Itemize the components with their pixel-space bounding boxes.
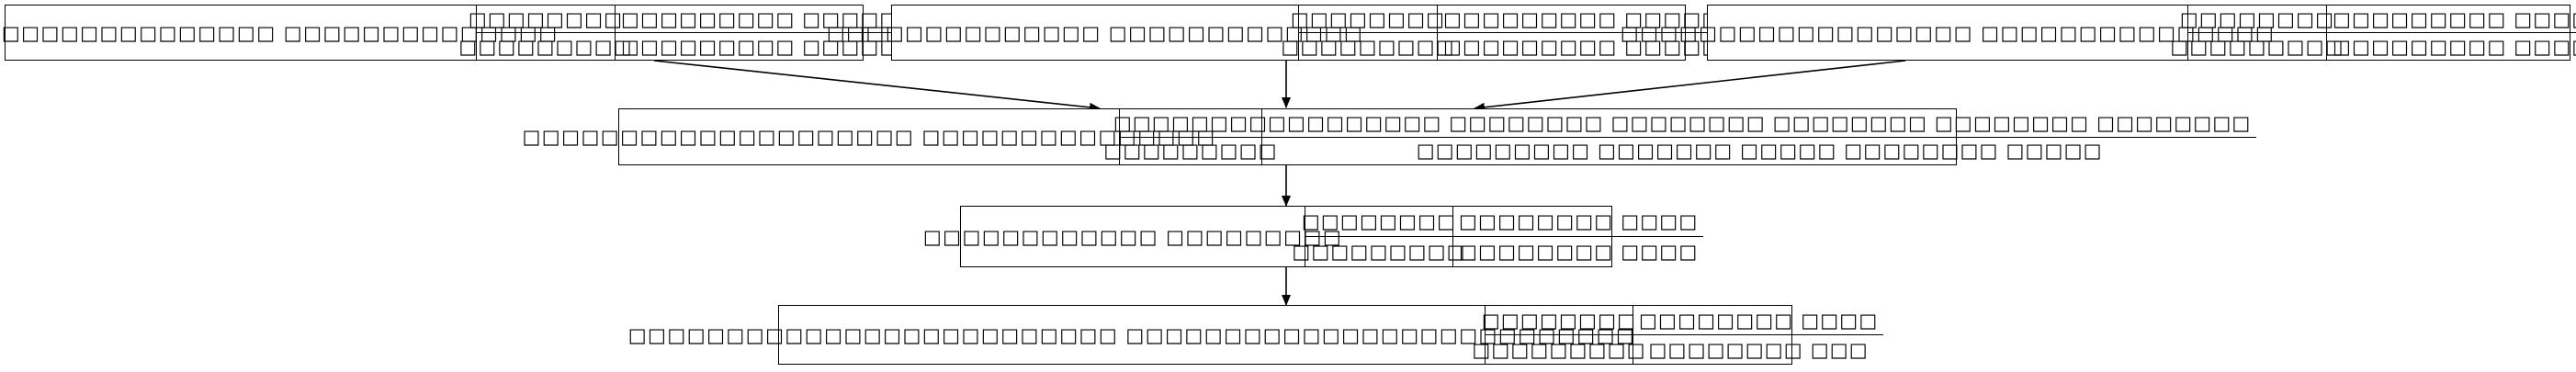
- node-c-row-1: □□□□□□□□ □□□□□□□□□ □□□□□□□□: [2180, 6, 2576, 32]
- node-b-label: □□□□□□□□□□□□□□ □□□□□□□□□□□□□: [827, 6, 1362, 60]
- node-e-row-2-value: □□□□□□□□ □□□□: [1459, 241, 1699, 263]
- node-d-row-1-key: □□□□□□□□: [1113, 109, 1267, 137]
- node-d-label: □□□□□□□□□□□□□□□□□□□□ □□□□□□□□□□□□□□□: [522, 109, 1215, 164]
- node-d-row-1: □□□□□□□□ □□□□□□□□□ □□□□□□□□ □□□□□□□□ □□□…: [1113, 109, 2256, 137]
- node-e-row-2: □□□□□□□□□ □□□□□□□□ □□□□: [1292, 236, 1704, 266]
- node-f-row-1-value: □□□□□□□□ □□□□: [1639, 309, 1879, 332]
- node-d-row-2-value: □□□□□□□□□ □□□□□□□ □□□□□ □□□□□□□□ □□□□□: [1416, 140, 2103, 163]
- node-e-ports: □□□□□□□□ □□□□□□□□ □□□□ □□□□□□□□□ □□□□□□□…: [1292, 207, 1704, 266]
- node-f-row-1-key: □□□□□□□□: [1482, 306, 1635, 334]
- node-d-row-1-value: □□□□□□□□□ □□□□□□□□ □□□□□□□□ □□□□□□□□ □□□…: [1268, 111, 2252, 134]
- node-d: □□□□□□□□□□□□□□□□□□□□ □□□□□□□□□□□□□□□ □□□…: [522, 108, 2257, 165]
- node-b-row-2-key: □□□□□□□□□: [1281, 33, 1453, 60]
- node-c-row-2-value: □□□□□□□□□ □□□□□□□□: [2333, 35, 2576, 58]
- node-c: □□□□□□□□□□□□□□□□□□ □□□□□□□□□□□□□□□ □□□□□…: [1621, 5, 2576, 61]
- node-f: □□□□□□□□□□□□□□□□□□□□□□□□□ □□□□□□□□□□□□□□…: [628, 305, 1884, 365]
- node-f-row-2-value: □□□□□□□□ □□□: [1648, 338, 1869, 361]
- node-c-row-2: □□□□□□□□□ □□□□□□□□□ □□□□□□□□: [2170, 32, 2576, 60]
- node-d-row-2: □□□□□□□□□ □□□□□□□□□ □□□□□□□ □□□□□ □□□□□□…: [1103, 136, 2257, 164]
- node-a-row-2-key: □□□□□□□□□: [458, 33, 631, 60]
- node-e-label: □□□□□□□□□□□□ □□□□□□□□□: [923, 207, 1341, 266]
- node-e: □□□□□□□□□□□□ □□□□□□□□□ □□□□□□□□ □□□□□□□□…: [923, 206, 1704, 267]
- node-e-row-2-key: □□□□□□□□□: [1292, 237, 1464, 266]
- node-a-row-1-key: □□□□□□□□: [469, 6, 622, 32]
- node-f-ports: □□□□□□□□ □□□□□□□□ □□□□ □□□□□□□□□ □□□□□□□…: [1472, 306, 1884, 364]
- node-e-row-1: □□□□□□□□ □□□□□□□□ □□□□: [1302, 207, 1703, 236]
- node-c-row-1-key: □□□□□□□□: [2180, 6, 2333, 32]
- node-e-row-1-value: □□□□□□□□ □□□□: [1459, 210, 1699, 232]
- node-d-ports: □□□□□□□□ □□□□□□□□□ □□□□□□□□ □□□□□□□□ □□□…: [1103, 109, 2257, 164]
- node-f-row-2: □□□□□□□□□ □□□□□□□□ □□□: [1472, 334, 1884, 364]
- edge-a-to-d: [653, 60, 1101, 112]
- node-c-label: □□□□□□□□□□□□□□□□□□ □□□□□□□□□□□□□□□: [1621, 6, 2274, 60]
- node-b-row-1-key: □□□□□□□□: [1291, 6, 1444, 32]
- node-c-ports: □□□□□□□□ □□□□□□□□□ □□□□□□□□ □□□□□□□□□ □□…: [2170, 6, 2576, 60]
- node-d-row-2-key: □□□□□□□□□: [1103, 137, 1276, 164]
- node-c-row-2-key: □□□□□□□□□: [2170, 33, 2343, 60]
- node-a-label: □□□□□□□□□□□□□□□□□□ □□□□□□□□□□□□□□: [0, 6, 557, 60]
- node-e-row-1-key: □□□□□□□□: [1302, 207, 1455, 236]
- node-c-row-1-value: □□□□□□□□□ □□□□□□□□: [2333, 7, 2576, 30]
- node-b: □□□□□□□□□□□□□□ □□□□□□□□□□□□□ □□□□□□□□ □□…: [827, 5, 1785, 61]
- node-f-label: □□□□□□□□□□□□□□□□□□□□□□□□□ □□□□□□□□□□□□□□…: [628, 306, 1634, 364]
- node-f-row-2-key: □□□□□□□□□: [1472, 335, 1644, 364]
- node-a: □□□□□□□□□□□□□□□□□□ □□□□□□□□□□□□□□ □□□□□□…: [0, 5, 963, 61]
- edge-c-to-d: [1474, 60, 1906, 112]
- node-f-row-1: □□□□□□□□ □□□□□□□□ □□□□: [1482, 306, 1883, 334]
